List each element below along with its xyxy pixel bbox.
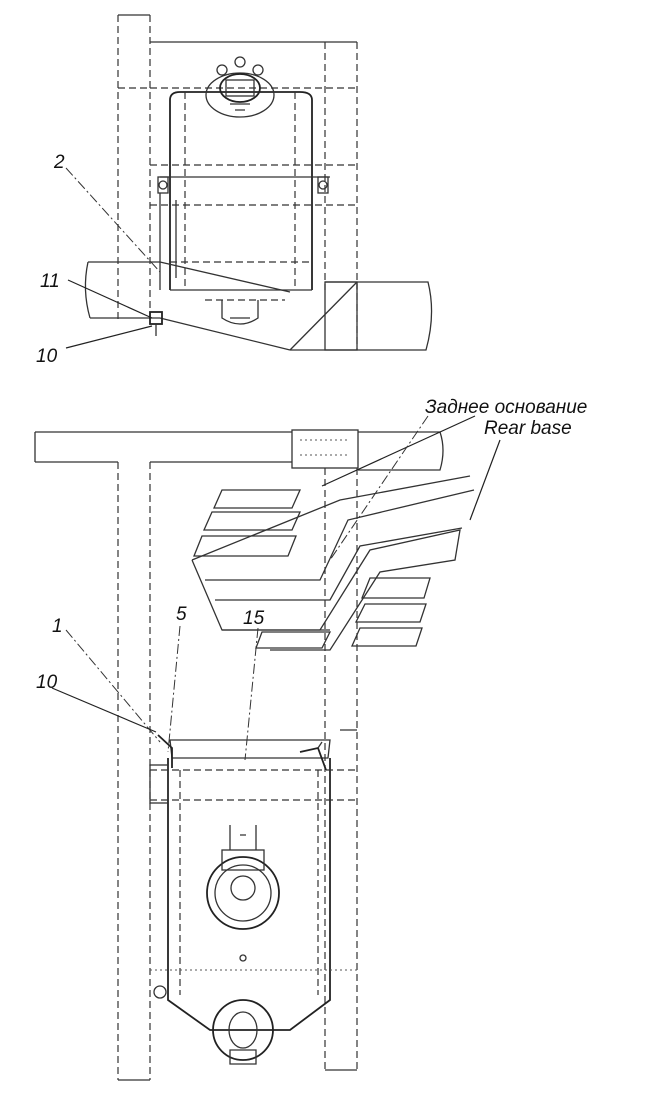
callout-2: 2 — [53, 152, 65, 173]
callout-11: 11 — [40, 271, 60, 292]
callout-5: 5 — [176, 604, 187, 625]
rear-base-frame — [34, 429, 444, 471]
bottom-view: Заднее основание Rear base 1 5 15 10 — [34, 397, 587, 1081]
caption-leaders — [321, 415, 501, 561]
caption-ru: Заднее основание — [425, 397, 587, 418]
bottom-unit — [149, 734, 357, 1065]
top-frame-rails — [117, 14, 358, 320]
callout-1: 1 — [52, 616, 63, 637]
top-beams — [84, 261, 433, 351]
top-unit — [150, 56, 357, 325]
guide-brackets — [191, 475, 475, 651]
top-view: 2 11 10 — [36, 14, 433, 367]
top-leaders — [65, 167, 161, 349]
caption-en: Rear base — [484, 418, 572, 439]
callout-10-bottom: 10 — [36, 672, 58, 693]
callout-10: 10 — [36, 346, 58, 367]
callout-15: 15 — [243, 608, 265, 629]
bottom-frame-rails — [117, 462, 358, 1081]
bottom-leaders — [51, 625, 259, 761]
